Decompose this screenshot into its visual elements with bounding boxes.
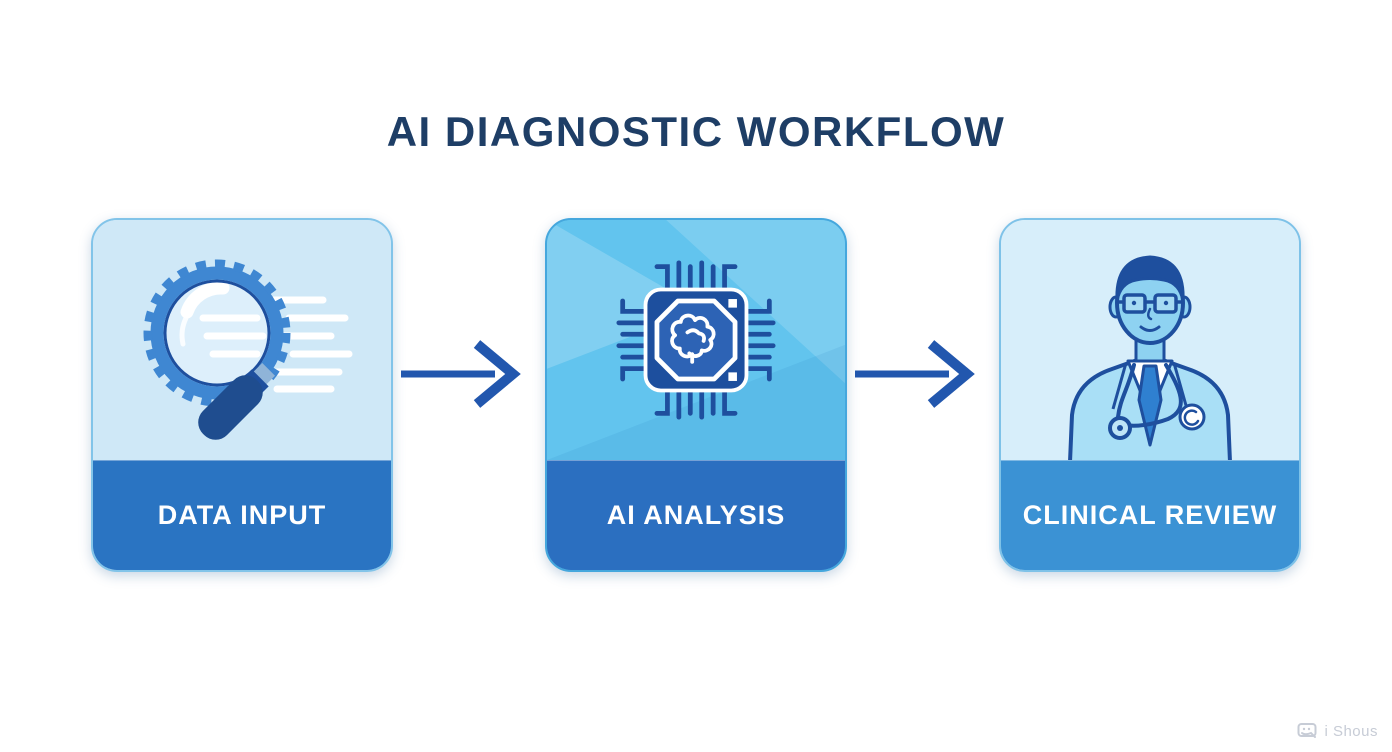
card-illustration-area — [93, 220, 391, 460]
card-label: AI ANALYSIS — [606, 500, 786, 530]
watermark-logo-icon — [1297, 723, 1317, 738]
card-label-band: AI ANALYSIS — [547, 460, 845, 570]
card-label-band: CLINICAL REVIEW — [1001, 460, 1299, 570]
card-label: DATA INPUT — [157, 500, 327, 530]
card-label: CLINICAL REVIEW — [1022, 500, 1278, 530]
workflow-row: DATA INPUT — [0, 218, 1392, 572]
arrow-right-icon — [855, 340, 975, 408]
workflow-card-data-input: DATA INPUT — [91, 218, 393, 572]
arrow-right-icon — [401, 340, 521, 408]
watermark-text: i Shous — [1324, 722, 1378, 740]
flow-arrow — [393, 334, 545, 414]
doctor-icon — [1068, 255, 1232, 460]
card-illustration-area — [1001, 220, 1299, 460]
watermark: i Shous — [1297, 722, 1378, 740]
card-illustration-area — [547, 220, 845, 460]
magnifier-gear-icon — [143, 259, 353, 440]
flow-arrow — [847, 334, 999, 414]
workflow-card-ai-analysis: AI ANALYSIS — [545, 218, 847, 572]
ai-chip-brain-icon — [616, 260, 776, 420]
workflow-card-clinical-review: CLINICAL REVIEW — [999, 218, 1301, 572]
card-label-band: DATA INPUT — [93, 460, 391, 570]
page-title: AI DIAGNOSTIC WORKFLOW — [386, 108, 1006, 156]
